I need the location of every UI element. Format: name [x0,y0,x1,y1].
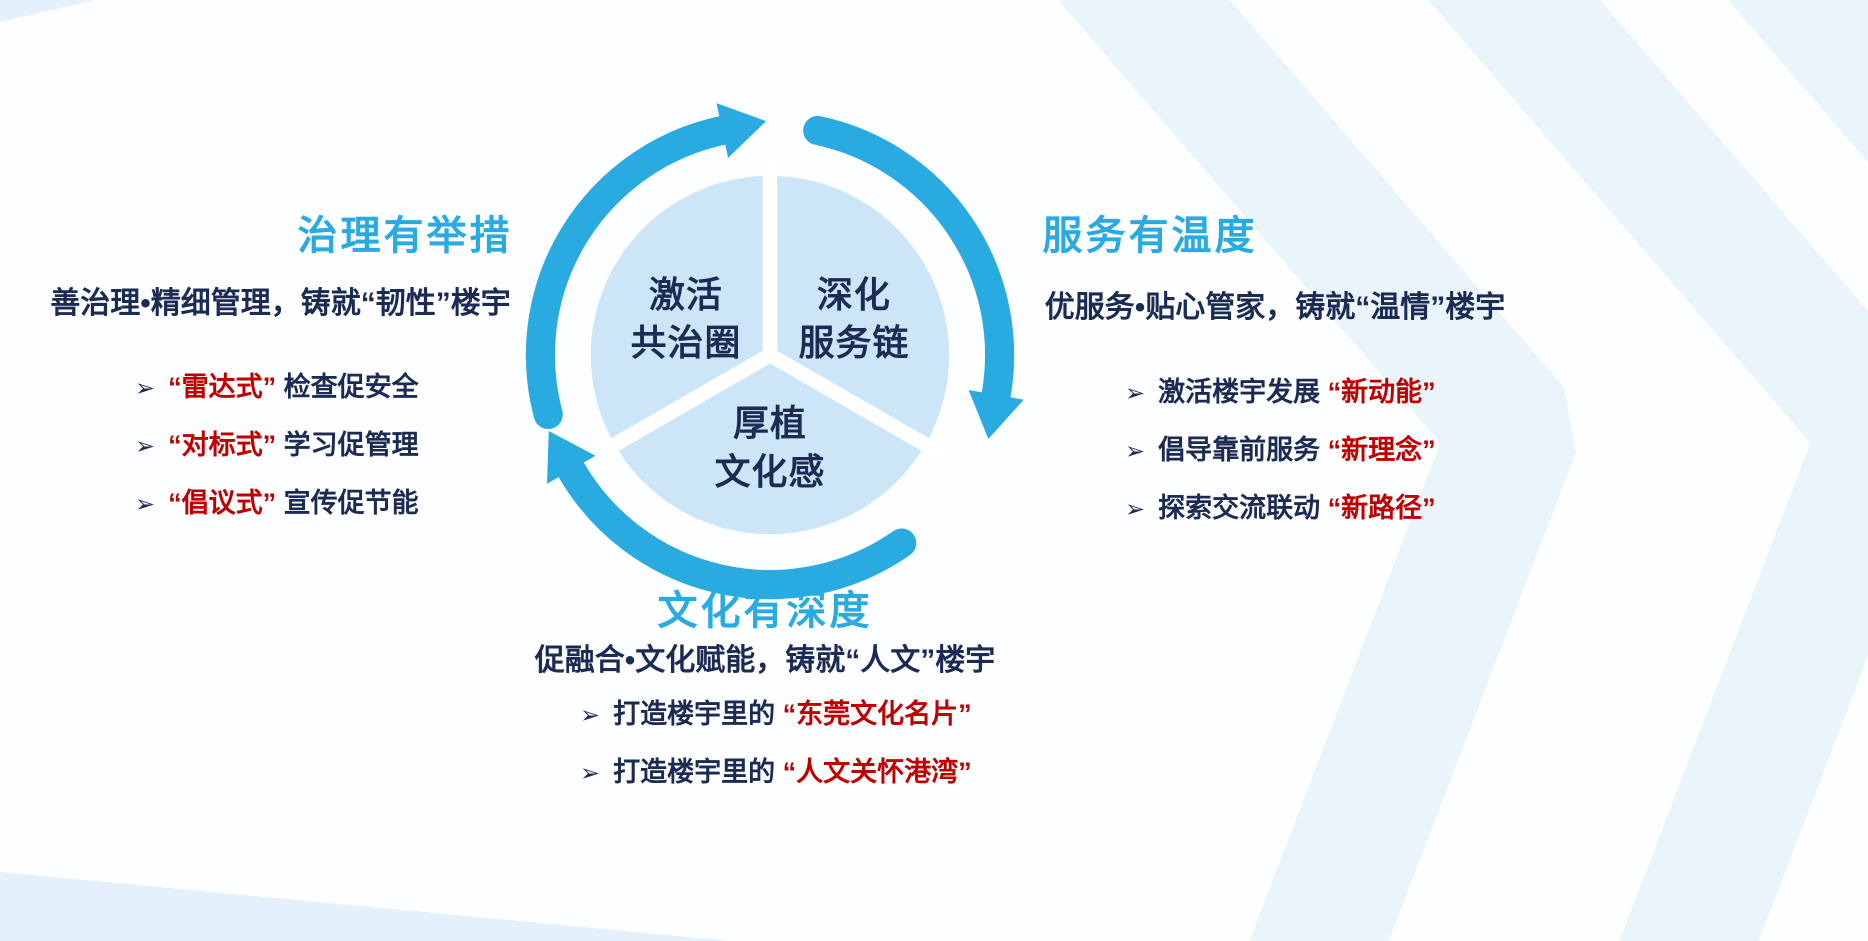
segment-label-bottom: 文化感 [715,452,826,492]
segment-label-top-right: 深化 [817,275,891,315]
bullet-item: ➢ 打造楼宇里的 “人文关怀港湾” [580,750,972,789]
arrow-bullet-icon: ➢ [135,375,156,402]
bullet-post: 学习促管理 [276,430,419,460]
bullet-pre: 打造楼宇里的 [613,699,783,729]
bullet-highlight: “倡议式” [168,488,277,518]
section-subtitle: 促融合•文化赋能，铸就“人文”楼宇 [534,644,996,677]
cycle-arrow-right-head-icon [968,390,1024,439]
cycle-arrow-top-head-icon [716,103,767,158]
background-chevron [1728,0,1868,163]
cycle-arrow-left-head-icon [547,431,596,484]
section-title: 文化有深度 [657,589,873,633]
background-wedge [0,872,730,941]
bullet-highlight: “对标式” [168,430,277,460]
arrow-bullet-icon: ➢ [135,433,156,460]
segment-label-bottom: 厚植 [733,404,807,444]
bullet-list: ➢ 打造楼宇里的 “东莞文化名片” ➢ 打造楼宇里的 “人文关怀港湾” [580,692,972,808]
background-chevron [1428,0,1868,941]
bullet-highlight: “东莞文化名片” [782,699,972,729]
arrow-bullet-icon: ➢ [1125,438,1146,465]
cycle-arrow-top-arc [525,115,737,430]
bullet-highlight: “人文关怀港湾” [782,757,972,787]
bullet-pre: 探索交流联动 [1158,493,1328,523]
cycle-arrow-right-arc [803,115,1015,410]
section-subtitle: 善治理•精细管理，铸就“韧性”楼宇 [50,287,511,320]
bullet-post: 宣传促节能 [276,488,419,518]
bullet-post: 检查促安全 [276,372,419,402]
bullet-highlight: “新动能” [1327,377,1436,407]
arrow-bullet-icon: ➢ [580,702,601,729]
bullet-list: ➢ “雷达式” 检查促安全 ➢ “对标式” 学习促管理 ➢ “倡议式” 宣传促节能 [135,365,419,539]
section-title: 服务有温度 [1042,214,1258,258]
pie-divider [595,347,778,459]
arrow-bullet-icon: ➢ [135,491,156,518]
section-subtitle: 优服务•贴心管家，铸就“温情”楼宇 [1044,291,1506,324]
cycle-diagram: 激活 共治圈 深化 服务链 厚植 文化感 [525,103,1024,600]
segment-label-top-left: 共治圈 [631,323,742,363]
pie-divider [762,347,945,459]
bullet-item: ➢ 打造楼宇里的 “东莞文化名片” [580,692,972,731]
bullet-pre: 打造楼宇里的 [613,757,783,787]
bullet-item: ➢ 激活楼宇发展 “新动能” [1125,370,1436,409]
bullet-highlight: “雷达式” [168,372,277,402]
bullet-pre: 激活楼宇发展 [1158,377,1328,407]
segment-label-top-right: 服务链 [799,323,910,363]
bullet-highlight: “新路径” [1327,493,1436,523]
bullet-item: ➢ “倡议式” 宣传促节能 [135,481,419,520]
arrow-bullet-icon: ➢ [1125,496,1146,523]
bullet-item: ➢ 倡导靠前服务 “新理念” [1125,428,1436,467]
bullet-item: ➢ “雷达式” 检查促安全 [135,365,419,404]
arrow-bullet-icon: ➢ [580,760,601,787]
section-title: 治理有举措 [297,214,513,258]
background-wedge [0,0,95,22]
bullet-item: ➢ “对标式” 学习促管理 [135,423,419,462]
cycle-arrows [525,103,1024,600]
bullet-pre: 倡导靠前服务 [1158,435,1328,465]
pie-dividers [595,155,945,459]
cycle-arrow-bottom-arc [556,455,917,600]
segment-label-top-left: 激活 [649,275,723,315]
bullet-highlight: “新理念” [1327,435,1436,465]
arrow-bullet-icon: ➢ [1125,380,1146,407]
bullet-item: ➢ 探索交流联动 “新路径” [1125,486,1436,525]
bullet-list: ➢ 激活楼宇发展 “新动能” ➢ 倡导靠前服务 “新理念” ➢ 探索交流联动 “新路径… [1125,370,1436,544]
